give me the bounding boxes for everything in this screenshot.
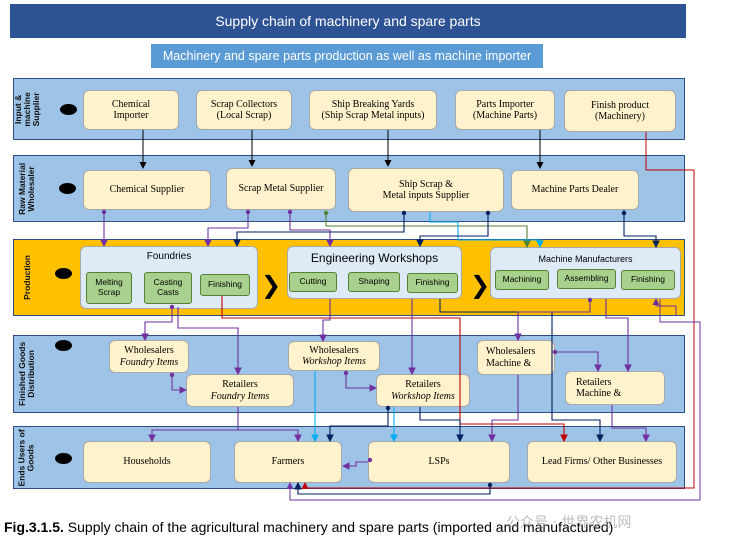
caption-label: Fig.3.1.5. xyxy=(4,519,64,535)
step-shaping: Shaping xyxy=(348,272,400,292)
step-manufacturer-finishing: Finishing xyxy=(621,270,675,290)
arrow-retail-workshop-to-lsps-navy xyxy=(419,407,464,443)
arrow-wholesale-to-retail-foundry xyxy=(171,373,188,394)
watermark: 公众号 · 世界农机网 xyxy=(506,515,632,531)
node-scrap-metal-supplier: Scrap Metal Supplier xyxy=(226,168,336,210)
arrow-workshops-to-wholesalers xyxy=(319,299,331,343)
node-wholesalers-workshop: Wholesalers Workshop Items xyxy=(288,341,380,371)
node-scrap-collectors: Scrap Collectors (Local Scrap) xyxy=(196,90,292,130)
arrow-wholesale-to-retail-workshop xyxy=(345,371,378,392)
arrow-scrap-green-to-manufacturers xyxy=(325,212,531,249)
node-parts-importer: Parts Importer (Machine Parts) xyxy=(455,90,555,130)
node-finish-product: Finish product (Machinery) xyxy=(564,90,676,132)
retailers-workshop-line2: Workshop Items xyxy=(391,390,455,402)
node-retailers-machine: Retailers Machine & xyxy=(565,371,665,405)
chevron-right-icon: ❯ xyxy=(261,271,282,299)
step-cutting: Cutting xyxy=(289,272,337,292)
node-wholesalers-machine: Wholesalers Machine & xyxy=(477,340,555,375)
arrow-foundries-to-wholesalers xyxy=(141,305,173,342)
arrow-retail-foundry-to-farmers xyxy=(238,429,302,443)
node-chemical-importer: Chemical Importer xyxy=(83,90,179,130)
arrow-scrap-to-workshops xyxy=(289,210,334,248)
arrow-retail-workshop-to-farmers xyxy=(326,407,389,443)
node-wholesalers-foundry: Wholesalers Foundry Items xyxy=(109,340,189,373)
retailers-foundry-line1: Retailers xyxy=(222,379,258,390)
node-lead-firms: Lead Firms/ Other Businesses xyxy=(527,441,677,483)
bullet-dot xyxy=(55,453,72,464)
arrow-wholesale-machine-to-lsps xyxy=(488,375,519,443)
wholesalers-foundry-line1: Wholesalers xyxy=(124,345,174,356)
group-title-foundries: Foundries xyxy=(146,251,192,262)
diagram-title: Supply chain of machinery and spare part… xyxy=(10,4,686,38)
arrow-dealer-to-manufacturers xyxy=(623,210,660,249)
node-ship-scrap-supplier: Ship Scrap & Metal inputs Supplier xyxy=(348,168,504,212)
bullet-dot xyxy=(55,268,72,279)
arrow-finish-product-route xyxy=(301,132,695,489)
arrow-foundries-to-retailers xyxy=(177,307,242,376)
arrow-lsps-to-farmers xyxy=(341,461,368,470)
wholesalers-workshop-line1: Wholesalers xyxy=(309,344,359,356)
arrow-scrap-to-foundries xyxy=(204,210,249,248)
arrow-wholesale-to-retail-machine xyxy=(555,351,602,373)
step-foundry-finishing: Finishing xyxy=(200,274,250,296)
arrow-shipscrap-to-foundries xyxy=(233,212,405,248)
retailers-workshop-line1: Retailers xyxy=(405,379,441,390)
arrow-workshops-navy-to-lead xyxy=(439,299,604,443)
chevron-right-icon: ❯ xyxy=(470,271,491,299)
arrow-foundries-red-to-lead xyxy=(221,296,568,443)
caption-text: Supply chain of the agricultural machine… xyxy=(63,519,614,535)
node-households: Households xyxy=(83,441,211,483)
bullet-dot xyxy=(59,183,76,194)
node-lsps: LSPs xyxy=(368,441,510,483)
group-title-workshops: Engineering Workshops xyxy=(310,251,439,265)
arrow-lead-to-manufacturers xyxy=(652,298,677,316)
arrow-shipscrap-to-workshops xyxy=(416,212,489,248)
wholesalers-workshop-line2: Workshop Items xyxy=(302,356,366,367)
step-machining: Machining xyxy=(495,270,549,290)
group-title-manufacturers: Machine Manufacturers xyxy=(538,254,633,264)
arrow-manufacturers-to-retailers xyxy=(605,299,632,373)
arrow-retail-foundry-to-households xyxy=(148,407,239,443)
node-chemical-supplier: Chemical Supplier xyxy=(83,170,211,210)
node-machine-parts-dealer: Machine Parts Dealer xyxy=(511,170,639,210)
step-melting-scrap: Melting Scrap xyxy=(86,272,132,304)
arrow-manufacturers-to-wholesalers xyxy=(514,299,591,342)
wholesalers-foundry-line2: Foundry Items xyxy=(119,356,179,368)
diagram-subtitle: Machinery and spare parts production as … xyxy=(151,44,543,68)
step-workshop-finishing: Finishing xyxy=(407,273,458,293)
arrow-lsps-navy-to-farmers xyxy=(294,481,491,495)
arrow-shipscrap-cyan-to-manufacturers xyxy=(429,212,544,249)
retailers-foundry-line2: Foundry Items xyxy=(210,390,270,402)
bullet-dot xyxy=(55,340,72,351)
arrow-manufacturers-purple-loop xyxy=(286,299,701,501)
node-retailers-workshop: Retailers Workshop Items xyxy=(376,374,470,407)
node-ship-breaking-yards: Ship Breaking Yards (Ship Scrap Metal in… xyxy=(309,90,437,130)
step-casting-casts: Casting Casts xyxy=(144,272,192,304)
arrow-retail-machine-to-lead xyxy=(611,405,650,443)
step-assembling: Assembling xyxy=(557,269,616,289)
bullet-dot xyxy=(60,104,77,115)
figure-caption: Fig.3.1.5. Supply chain of the agricultu… xyxy=(4,519,613,535)
